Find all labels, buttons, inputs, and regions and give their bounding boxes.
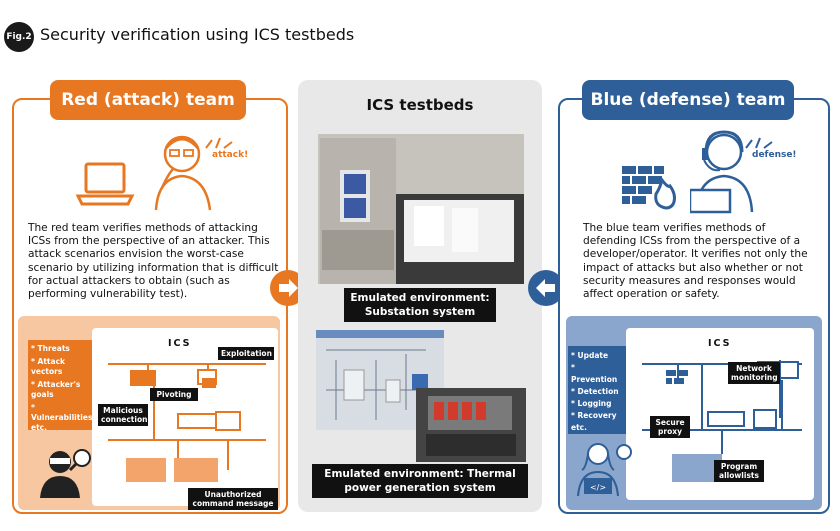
attacker-person-icon	[154, 135, 212, 211]
measure-item: * Prevention	[571, 363, 618, 384]
switch-icon	[177, 413, 217, 429]
measure-item: * Update	[571, 351, 609, 360]
threat-item: * Threats	[31, 344, 70, 353]
firewall-flame-icon	[622, 166, 676, 210]
measure-item: * Detection	[571, 387, 619, 396]
blue-team-heading: Blue (defense) team	[582, 80, 794, 120]
blue-switch-icon	[707, 411, 745, 427]
red-ics-label: ICS	[168, 338, 192, 349]
unauthorized-command-callout: Unauthorized command message	[188, 488, 278, 510]
red-team-heading: Red (attack) team	[50, 80, 246, 120]
shout-lines-icon	[205, 137, 233, 149]
measure-item: * Recovery	[571, 411, 617, 420]
shout-lines-icon-blue	[745, 137, 773, 149]
monitor-icon	[215, 411, 241, 431]
developer-icon: </>	[577, 443, 632, 497]
blue-firewall-icon	[666, 370, 688, 384]
threat-item: * Attack vectors	[31, 357, 66, 376]
laptop-icon	[76, 162, 135, 206]
firewall-icon	[130, 370, 156, 386]
attack-speech: attack!	[212, 150, 249, 160]
hacker-icon	[40, 449, 91, 498]
measure-item: * Logging	[571, 399, 612, 408]
red-team-description: The red team verifies methods of attacki…	[28, 222, 279, 301]
blue-network-lines	[642, 360, 802, 482]
threat-item: * Attacker's goals	[31, 380, 81, 399]
substation-photo	[318, 134, 524, 284]
defense-speech: defense!	[752, 150, 797, 160]
measure-item: etc.	[571, 423, 587, 432]
figure-badge: Fig.2	[4, 22, 34, 52]
malicious-connection-callout: Malicious connection	[98, 404, 148, 426]
testbeds-title: ICS testbeds	[366, 96, 474, 114]
plc-icon	[126, 458, 166, 482]
blue-monitor-icon	[753, 409, 777, 429]
magnifier-icon	[73, 449, 91, 467]
blue-magnifier-icon	[616, 444, 632, 460]
exploitation-callout: Exploitation	[218, 347, 274, 360]
thermal-power-photo	[316, 330, 526, 462]
plc-icon-2	[174, 458, 218, 482]
red-threat-list: * Threats * Attack vectors * Attacker's …	[28, 340, 93, 432]
red-network-lines	[108, 363, 266, 482]
blue-ics-label: ICS	[708, 338, 732, 349]
program-allowlists-callout: Program allowlists	[714, 460, 764, 482]
figure-title: Security verification using ICS testbeds	[40, 25, 355, 44]
network-monitoring-callout: Network monitoring	[728, 362, 780, 384]
substation-label: Emulated environment: Substation system	[344, 288, 496, 322]
svg-text:</>: </>	[590, 483, 606, 492]
secure-proxy-callout: Secure proxy	[650, 416, 690, 438]
blue-team-description: The blue team verifies methods of defend…	[583, 222, 808, 301]
blue-plc-icon	[672, 454, 722, 482]
thermal-label: Emulated environment: Thermal power gene…	[312, 464, 528, 498]
pivoting-callout: Pivoting	[150, 388, 198, 401]
blue-measure-list: * Update * Prevention * Detection * Logg…	[568, 346, 626, 434]
threat-item: * Vulnerabilities etc.	[31, 403, 93, 432]
defender-person-icon	[690, 130, 754, 214]
